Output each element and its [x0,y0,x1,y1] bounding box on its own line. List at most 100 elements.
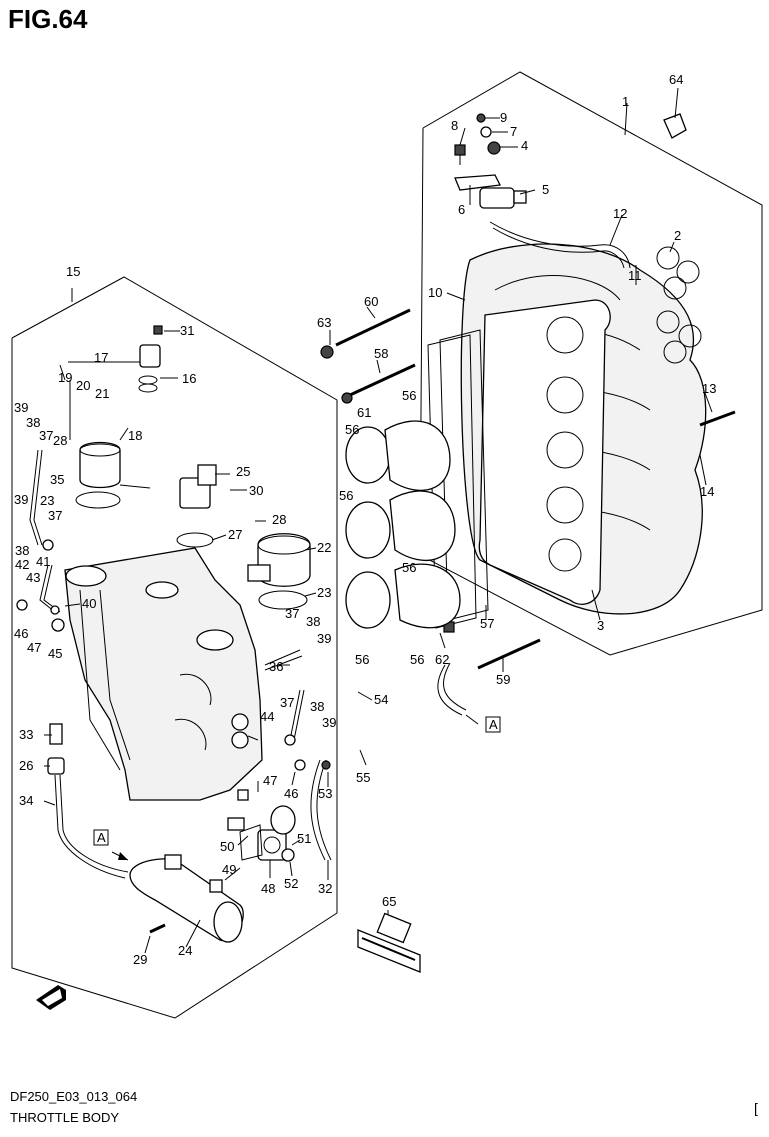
callout-37: 37 [285,606,299,621]
callout-41: 41 [36,554,50,569]
callout-38: 38 [15,543,29,558]
ref-box-1 [485,716,501,733]
callout-18: 18 [128,428,142,443]
callout-26: 26 [19,758,33,773]
callout-12: 12 [613,206,627,221]
callout-21: 21 [95,386,109,401]
corner-mark: [ [754,1100,758,1116]
callout-15: 15 [66,264,80,279]
callout-22: 22 [317,540,331,555]
callout-39: 39 [317,631,331,646]
callout-46: 46 [284,786,298,801]
callout-36: 36 [269,659,283,674]
callout-35: 35 [50,472,64,487]
figure-code: DF250_E03_013_064 [10,1089,138,1104]
ref-label-a: A [97,830,106,845]
callout-38: 38 [310,699,324,714]
callout-56: 56 [339,488,353,503]
callout-52: 52 [284,876,298,891]
callout-56: 56 [402,560,416,575]
callout-65: 65 [382,894,396,909]
callout-34: 34 [19,793,33,808]
intake-silencer-assembly [16,288,373,954]
callout-2: 2 [674,228,681,243]
callout-56: 56 [410,652,424,667]
reference-labels: AA [93,716,501,846]
callout-31: 31 [180,323,194,338]
callout-64: 64 [669,72,683,87]
callout-39: 39 [322,715,336,730]
o-ring-seal-2 [656,246,702,364]
intake-funnels [345,420,461,629]
callout-58: 58 [374,346,388,361]
callout-leaders-right [329,87,713,672]
callout-44: 44 [260,709,274,724]
callout-49: 49 [222,862,236,877]
callout-10: 10 [428,285,442,300]
callout-13: 13 [702,381,716,396]
callout-40: 40 [82,596,96,611]
callout-51: 51 [297,831,311,846]
callout-43: 43 [26,570,40,585]
callout-37: 37 [280,695,294,710]
callout-20: 20 [76,378,90,393]
callout-32: 32 [318,881,332,896]
callout-5: 5 [542,182,549,197]
callout-48: 48 [261,881,275,896]
figure-name: THROTTLE BODY [10,1110,120,1125]
callout-56: 56 [355,652,369,667]
callout-8: 8 [451,118,458,133]
callout-27: 27 [228,527,242,542]
callout-60: 60 [364,294,378,309]
callout-38: 38 [306,614,320,629]
callout-37: 37 [48,508,62,523]
callout-24: 24 [178,943,192,958]
callout-57: 57 [480,616,494,631]
callout-59: 59 [496,672,510,687]
callout-38: 38 [26,415,40,430]
callout-4: 4 [521,138,528,153]
callout-29: 29 [133,952,147,967]
callout-23: 23 [317,585,331,600]
callout-39: 39 [14,492,28,507]
callout-11: 11 [628,268,642,283]
callout-23: 23 [40,493,54,508]
ref-label-a: A [489,717,498,732]
callout-63: 63 [317,315,331,330]
callout-1: 1 [622,94,629,109]
callout-9: 9 [500,110,507,125]
callout-47: 47 [263,773,277,788]
callout-28: 28 [272,512,286,527]
assembly-box-left [11,276,338,1019]
callout-33: 33 [19,727,33,742]
callout-54: 54 [374,692,388,707]
callout-56: 56 [402,388,416,403]
callout-56: 56 [345,422,359,437]
callout-7: 7 [510,124,517,139]
callout-19: 19 [58,370,72,385]
front-arrow-icon [36,985,66,1010]
callout-16: 16 [182,371,196,386]
callout-46: 46 [14,626,28,641]
intake-manifold-assembly [320,87,736,716]
callout-45: 45 [48,646,62,661]
callout-55: 55 [356,770,370,785]
callout-50: 50 [220,839,234,854]
callout-61: 61 [357,405,371,420]
callout-28: 28 [53,433,67,448]
ref-box-0 [93,829,109,846]
callout-leaders-left [43,288,373,954]
callout-47: 47 [27,640,41,655]
caution-label-icon [357,910,421,973]
callout-62: 62 [435,652,449,667]
callout-37: 37 [39,428,53,443]
callout-53: 53 [318,786,332,801]
callout-3: 3 [597,618,604,633]
callout-6: 6 [458,202,465,217]
figure-title: FIG.64 [8,4,88,34]
callout-25: 25 [236,464,250,479]
callout-17: 17 [94,350,108,365]
callout-39: 39 [14,400,28,415]
